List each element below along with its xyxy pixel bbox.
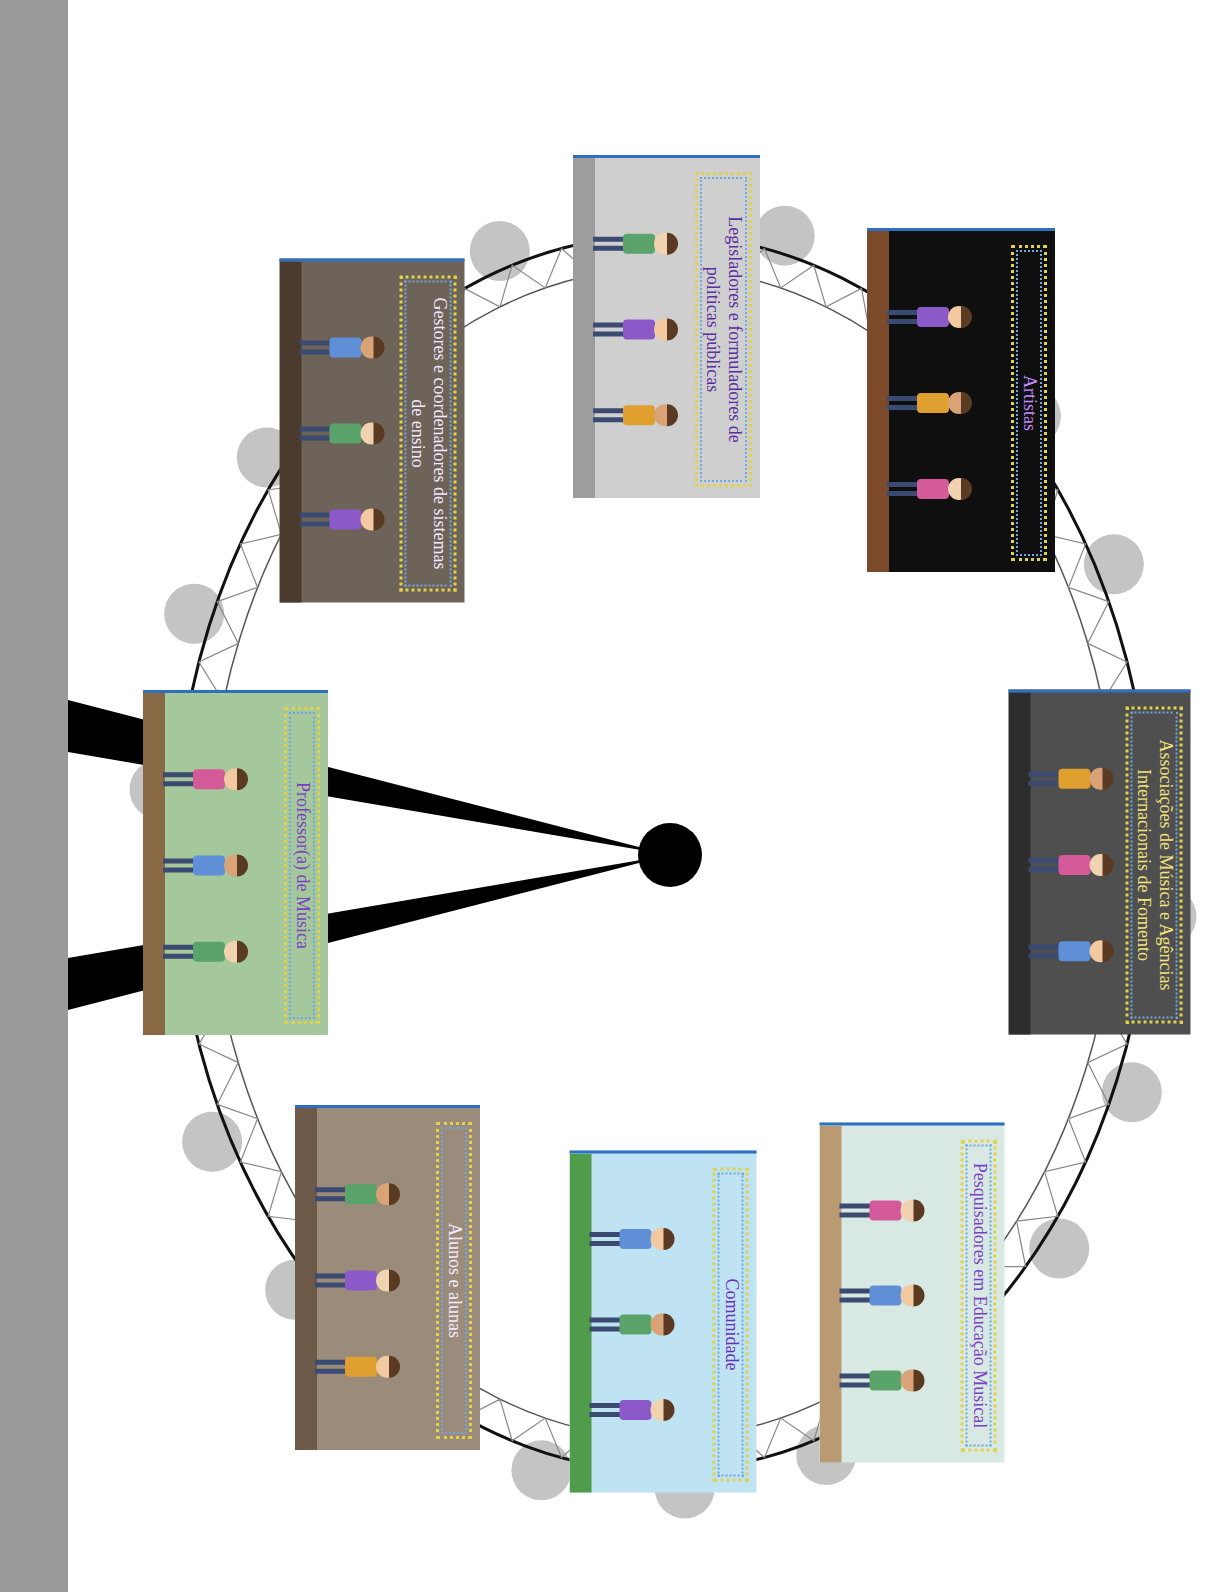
gondola [755,206,815,266]
person-figure [887,306,972,328]
floor [570,1153,592,1492]
person-figure [163,854,248,876]
person-figure [1028,940,1113,962]
wheel-panel: Alunos e alunas [295,1105,480,1450]
gondola [164,584,224,644]
floor [143,693,165,1035]
ground-bar [0,0,68,1592]
person-figure [887,392,972,414]
panel-title: Associações de Música e Agências Interna… [1125,707,1182,1024]
floor [820,1125,842,1462]
person-figure [840,1199,925,1221]
panel-title: Legisladores e formuladores de políticas… [694,172,751,487]
gondola [182,1112,242,1172]
gondola [1102,1062,1162,1122]
wheel-panel: Legisladores e formuladores de políticas… [573,155,760,498]
person-figure [593,232,678,254]
panel-title: Professor(a) de Música [284,707,320,1024]
panel-title: Pesquisadores em Educação Musical [961,1139,997,1451]
person-figure [590,1228,675,1250]
person-figure [590,1313,675,1335]
person-figure [163,768,248,790]
wheel-panel: Gestores e coordenadores de sistemas de … [280,258,465,602]
person-figure [315,1183,400,1205]
floor [280,261,302,602]
wheel-panel: Associações de Música e Agências Interna… [1008,690,1190,1035]
panel-title: Comunidade [713,1167,749,1481]
wheel-panel: Artistas [867,228,1055,572]
gondola [1084,534,1144,594]
person-figure [300,336,385,358]
person-figure [315,1269,400,1291]
floor [573,158,595,498]
person-figure [315,1355,400,1377]
person-figure [300,422,385,444]
wheel-panel: Professor(a) de Música [143,690,328,1035]
floor [867,231,889,572]
panel-title: Artistas [1011,245,1047,561]
gondola [511,1440,571,1500]
person-figure [593,404,678,426]
person-figure [163,940,248,962]
floor [295,1108,317,1450]
person-figure [300,508,385,530]
panel-title: Gestores e coordenadores de sistemas de … [399,275,456,591]
panel-title: Alunos e alunas [436,1122,472,1439]
person-figure [887,478,972,500]
wheel-panel: Comunidade [570,1150,757,1492]
wheel-panel: Pesquisadores em Educação Musical [820,1122,1005,1462]
person-figure [840,1369,925,1391]
person-figure [590,1399,675,1421]
person-figure [1028,854,1113,876]
hub [638,823,702,887]
floor [1008,693,1030,1035]
person-figure [593,318,678,340]
person-figure [1028,768,1113,790]
person-figure [840,1284,925,1306]
